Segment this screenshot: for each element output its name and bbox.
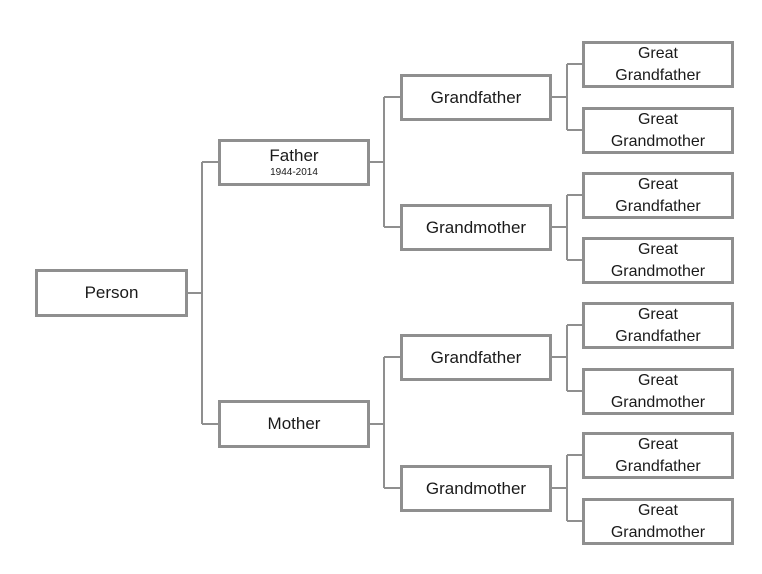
person-label: Person — [84, 283, 139, 303]
great-grandparent-line1: Great — [637, 110, 678, 128]
great-grandparent-line1: Great — [637, 240, 678, 258]
maternal-grandfather-box[interactable]: Grandfather — [400, 334, 552, 381]
great-grandparent-line1: Great — [637, 435, 678, 453]
great-grandparent-box[interactable]: Great Grandfather — [582, 41, 734, 88]
paternal-grandmother-label: Grandmother — [425, 217, 527, 237]
paternal-grandfather-label: Grandfather — [430, 87, 522, 107]
father-dates: 1944-2014 — [270, 167, 318, 179]
connector-father-grandparents — [370, 96, 400, 228]
great-grandparent-box[interactable]: Great Grandfather — [582, 302, 734, 349]
great-grandparent-line1: Great — [637, 501, 678, 519]
great-grandparent-line2: Grandmother — [610, 262, 706, 280]
great-grandparent-line2: Grandfather — [615, 197, 701, 215]
great-grandparent-line1: Great — [637, 44, 678, 62]
great-grandparent-line2: Grandfather — [615, 327, 701, 345]
great-grandparent-line2: Grandfather — [615, 66, 701, 84]
great-grandparent-box[interactable]: Great Grandmother — [582, 107, 734, 154]
great-grandparent-line2: Grandmother — [610, 393, 706, 411]
great-grandparent-box[interactable]: Great Grandmother — [582, 498, 734, 545]
connector-pgf-ggp — [552, 63, 582, 131]
paternal-grandfather-box[interactable]: Grandfather — [400, 74, 552, 121]
connector-mother-grandparents — [370, 356, 400, 489]
great-grandparent-line2: Grandmother — [610, 132, 706, 150]
father-label: Father — [269, 146, 319, 166]
mother-label: Mother — [267, 414, 321, 434]
mother-box[interactable]: Mother — [218, 400, 370, 448]
connector-mgm-ggp — [552, 454, 582, 522]
connector-pgm-ggp — [552, 194, 582, 261]
paternal-grandmother-box[interactable]: Grandmother — [400, 204, 552, 251]
great-grandparent-box[interactable]: Great Grandfather — [582, 172, 734, 219]
connector-person-parents — [188, 161, 218, 425]
maternal-grandfather-label: Grandfather — [430, 347, 522, 367]
maternal-grandmother-box[interactable]: Grandmother — [400, 465, 552, 512]
person-box[interactable]: Person — [35, 269, 188, 317]
father-box[interactable]: Father 1944-2014 — [218, 139, 370, 186]
great-grandparent-line2: Grandmother — [610, 523, 706, 541]
great-grandparent-box[interactable]: Great Grandmother — [582, 368, 734, 415]
great-grandparent-box[interactable]: Great Grandmother — [582, 237, 734, 284]
great-grandparent-line2: Grandfather — [615, 457, 701, 475]
maternal-grandmother-label: Grandmother — [425, 478, 527, 498]
great-grandparent-line1: Great — [637, 305, 678, 323]
great-grandparent-box[interactable]: Great Grandfather — [582, 432, 734, 479]
great-grandparent-line1: Great — [637, 175, 678, 193]
great-grandparent-line1: Great — [637, 371, 678, 389]
connector-mgf-ggp — [552, 324, 582, 392]
